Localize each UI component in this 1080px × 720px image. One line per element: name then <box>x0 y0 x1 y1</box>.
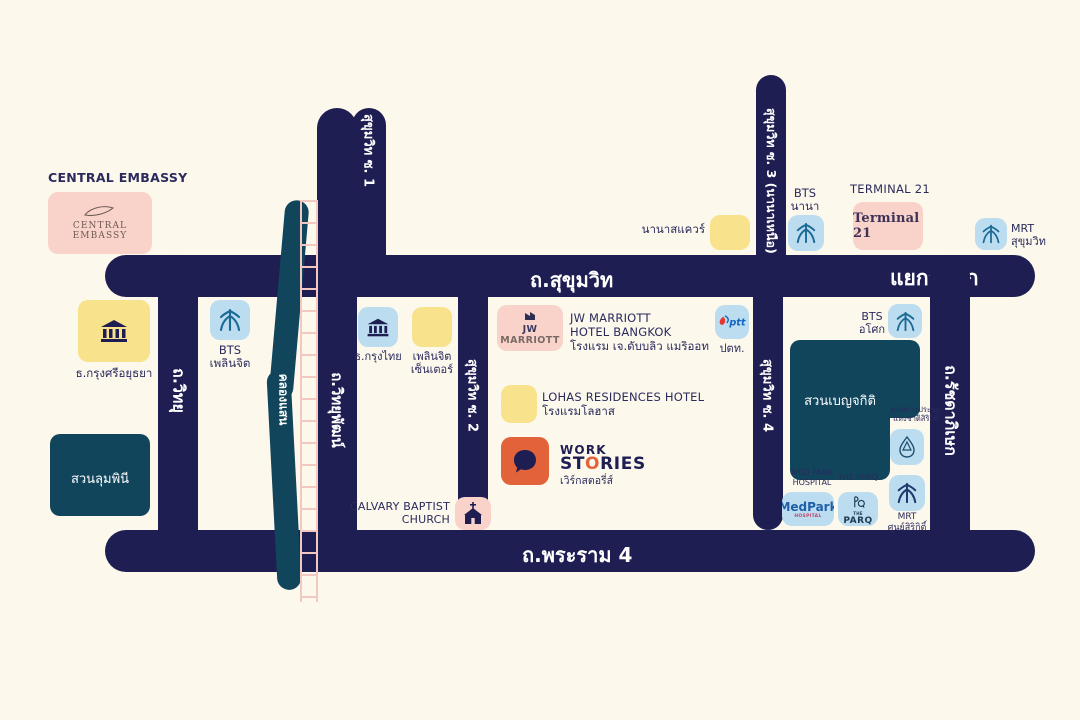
caption-krungthai-bank: ธ.กรุงไทย <box>354 350 402 363</box>
road-sukhumvit-soi2 <box>458 255 488 530</box>
caption-nana-square: นานาสแควร์ <box>641 222 705 236</box>
poi-krungthai-bank[interactable] <box>358 307 398 347</box>
poi-nana-square[interactable] <box>710 215 750 250</box>
railway-tie <box>300 222 318 224</box>
marriott-bird-icon <box>525 311 535 320</box>
poi-bts-nana[interactable] <box>788 215 824 251</box>
road-label-withayu-wrap: ถ.วิทยุ <box>138 368 218 413</box>
bts-icon <box>896 311 914 331</box>
caption-jw-marriott-line1: JW MARRIOTT <box>570 311 651 325</box>
poi-phloenchit-center[interactable] <box>412 307 452 347</box>
mrt-icon <box>982 224 1000 244</box>
poi-the-parq[interactable]: THE PARQ <box>838 492 878 526</box>
railway-tie <box>300 200 318 202</box>
road-label-soi3-wrap: สุขุมวิท ซ. 3 (นานาเหนือ) <box>701 108 841 254</box>
railway-tie <box>300 530 318 532</box>
poi-bts-phloenchit[interactable] <box>210 300 250 340</box>
bts-icon <box>219 308 241 332</box>
railway-tie <box>300 310 318 312</box>
work-stories-word2: STORIES <box>560 454 646 474</box>
railway-tie <box>300 552 318 554</box>
bts-icon <box>796 222 816 244</box>
jw-marriott-brand: JW MARRIOTT <box>500 323 560 346</box>
canal-label-wrap: คลองแสน <box>233 374 333 426</box>
medpark-brand: MedPark HOSPITAL <box>782 499 834 519</box>
railway-tie <box>300 486 318 488</box>
svg-text:ptt: ptt <box>728 318 746 329</box>
caption-bts-nana-station: นานา <box>790 199 820 213</box>
work-stories-word1: WORK <box>560 443 607 457</box>
railway-tie <box>300 508 318 510</box>
poi-central-embassy[interactable]: CENTRAL EMBASSY <box>48 192 152 254</box>
bank-icon <box>367 318 389 336</box>
road-sukhumvit-soi4 <box>753 255 783 530</box>
road-withayu <box>158 255 198 555</box>
parq-brand: THE PARQ <box>843 510 873 526</box>
bank-icon <box>101 320 127 342</box>
caption-lohas-line1: LOHAS RESIDENCES HOTEL <box>542 390 705 404</box>
railway-tie <box>300 354 318 356</box>
railway-rail-right <box>316 200 318 602</box>
caption-calvary-church: CALVARY BAPTIST CHURCH <box>350 500 450 527</box>
caption-ptt: ปตท. <box>719 342 745 355</box>
poi-terminal21[interactable]: Terminal 21 <box>853 202 923 250</box>
poi-bts-asok[interactable] <box>888 304 922 338</box>
railway-tie <box>300 574 318 576</box>
railway-tie <box>300 420 318 422</box>
railway-tie <box>300 376 318 378</box>
caption-mrt-queensirikit-line: MRT <box>897 512 917 522</box>
mrt-icon <box>897 482 917 504</box>
railway-tie <box>300 442 318 444</box>
poi-medpark-hospital[interactable]: MedPark HOSPITAL <box>782 492 834 526</box>
work-stories-bubble-icon <box>514 450 536 473</box>
caption-terminal21: TERMINAL 21 <box>849 182 931 196</box>
church-icon <box>464 502 482 524</box>
central-embassy-brand: CENTRAL EMBASSY <box>72 221 128 241</box>
caption-mrt-sukhumvit-line: MRT <box>1011 222 1035 235</box>
railway-tie <box>300 266 318 268</box>
railway-tie <box>300 464 318 466</box>
work-stories-thai: เวิร์กสตอรี่ส์ <box>560 475 614 487</box>
water-drop-icon <box>899 435 915 458</box>
poi-ptt-station[interactable]: ptt <box>715 305 749 339</box>
railway-tie <box>300 596 318 598</box>
railway-tie <box>300 244 318 246</box>
poi-krungsri-bank[interactable] <box>78 300 150 362</box>
caption-bts-phloenchit-line: BTS <box>218 343 242 357</box>
poi-benchakitti-park-ext <box>860 340 920 418</box>
poi-jw-marriott[interactable]: JW MARRIOTT <box>497 305 563 351</box>
road-sukhumvit-soi3 <box>756 75 786 290</box>
road-label-soi1-wrap: สุขุมวิท ซ. 1 <box>329 114 409 187</box>
caption-jw-marriott-line3: โรงแรม เจ.ดับบลิว แมริออท <box>570 339 709 353</box>
road-ratchadaphisek <box>930 255 970 555</box>
canal-label: คลองแสน <box>276 373 291 426</box>
caption-central-embassy: CENTRAL EMBASSY <box>48 170 188 185</box>
railway-rail-left <box>300 200 302 602</box>
road-sukhumvit <box>105 255 1035 297</box>
parq-mark-icon <box>853 495 865 508</box>
poi-mrt-sukhumvit[interactable] <box>975 218 1007 250</box>
road-witthayu-phatthana <box>317 108 357 555</box>
poi-mrt-queensirikit[interactable] <box>889 475 925 511</box>
ptt-logo-icon: ptt <box>719 315 746 329</box>
caption-jw-marriott-line2: HOTEL BANGKOK <box>570 325 672 339</box>
poi-calvary-church[interactable] <box>455 497 491 530</box>
railway-tie <box>300 332 318 334</box>
railway-tie <box>300 288 318 290</box>
caption-bts-nana-line: BTS <box>793 186 817 200</box>
poi-lumpini-park[interactable] <box>50 434 150 516</box>
caption-lohas-line2: โรงแรมโลฮาส <box>542 404 615 418</box>
poi-qsncc[interactable] <box>890 429 924 465</box>
poi-lohas-residences[interactable] <box>501 385 537 423</box>
caption-phloenchit-center: เพลินจิต เซ็นเตอร์ <box>410 350 454 377</box>
poi-work-stories[interactable] <box>501 437 549 485</box>
work-stories-logo: WORK STORIES เวิร์กสตอรี่ส์ <box>560 444 646 487</box>
road-rama4 <box>105 530 1035 572</box>
road-sukhumvit-soi1 <box>352 108 386 288</box>
caption-bts-phloenchit-station: เพลินจิต <box>209 356 251 370</box>
embassy-swoosh-icon <box>84 206 115 217</box>
caption-mrt-sukhumvit-station: สุขุมวิท <box>1011 235 1046 248</box>
terminal21-brand: Terminal 21 <box>853 211 920 241</box>
railway-tie <box>300 398 318 400</box>
